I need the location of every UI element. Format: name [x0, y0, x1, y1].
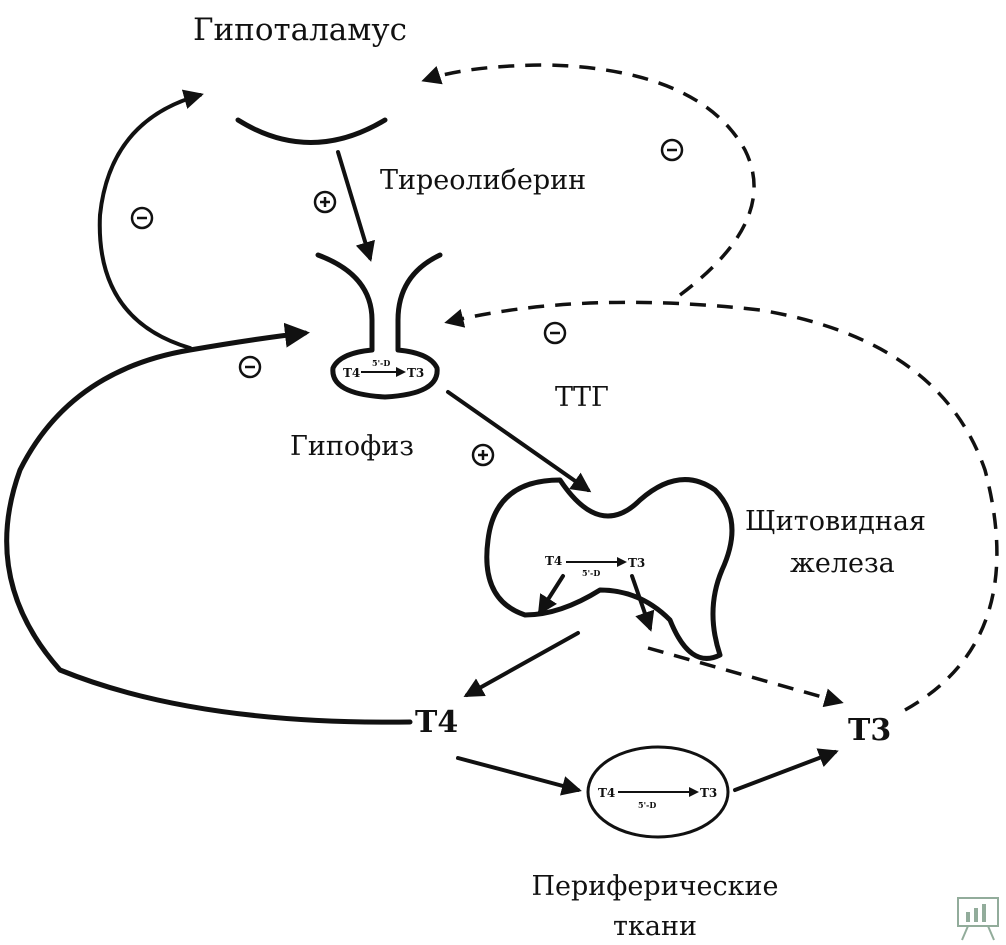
thy-t3: T3 — [628, 556, 645, 570]
thyroid-label-2: железа — [790, 548, 895, 579]
thyroid-label-1: Щитовидная — [745, 506, 926, 537]
periphery-to-t3-arrow — [735, 752, 835, 790]
hypo-loop-arrow — [100, 95, 200, 348]
sign-t3-to-pituitary — [545, 323, 565, 343]
sign-t3-to-hypothalamus — [662, 140, 682, 160]
pituitary-conversion: T4 5'-D T3 — [343, 358, 424, 380]
trh-label: Тиреолиберин — [380, 165, 586, 196]
sign-tsh-stim — [473, 445, 493, 465]
per-t3: T3 — [700, 786, 717, 800]
thy-t4: T4 — [545, 554, 562, 568]
pit-enzyme: 5'-D — [372, 358, 390, 368]
t4-to-periphery-arrow — [458, 758, 578, 790]
per-enzyme: 5'-D — [638, 800, 656, 810]
pituitary-label: Гипофиз — [290, 431, 414, 462]
sign-t4-to-pituitary — [240, 357, 260, 377]
hypothalamus-shape — [238, 120, 385, 143]
t4-output-arrow — [467, 633, 578, 695]
thyroid-conversion: T4 5'-D T3 — [545, 554, 645, 578]
peripheral-label-2: ткани — [613, 911, 697, 942]
hypothalamus-label: Гипоталамус — [193, 12, 407, 48]
thy-enzyme: 5'-D — [582, 568, 600, 578]
peripheral-conversion: T4 5'-D T3 — [598, 786, 717, 810]
pit-t3: T3 — [407, 366, 424, 380]
peripheral-label-1: Периферические — [532, 871, 779, 902]
sign-hypo-loop — [132, 208, 152, 228]
trh-arrow — [338, 152, 370, 258]
per-t4: T4 — [598, 786, 615, 800]
presentation-icon — [958, 898, 998, 940]
pit-t4: T4 — [343, 366, 360, 380]
t3-label: T3 — [848, 713, 891, 748]
t3-output-arrow — [648, 648, 840, 702]
thyroid-shape — [487, 480, 732, 659]
t4-label: T4 — [415, 705, 458, 740]
tsh-label: ТТГ — [555, 382, 609, 413]
thy-t4-release-arrow — [540, 576, 563, 612]
sign-trh-stim — [315, 192, 335, 212]
